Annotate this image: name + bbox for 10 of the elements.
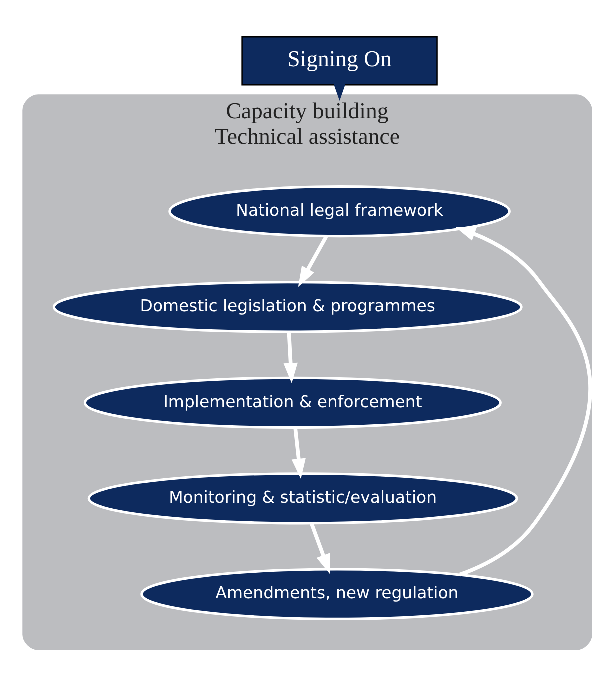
arrow: [292, 428, 306, 480]
arrow: [284, 332, 298, 384]
arrow: [456, 227, 592, 577]
node-ellipse: National legal framework: [168, 185, 511, 238]
arrow: [310, 523, 330, 575]
arrow: [298, 236, 328, 288]
node-ellipse: Amendments, new regulation: [140, 568, 534, 620]
node-ellipse: Implementation & enforcement: [84, 376, 502, 430]
node-ellipse: Domestic legislation & programmes: [52, 281, 523, 334]
node-ellipse: Monitoring & statistic/evaluation: [88, 472, 518, 525]
